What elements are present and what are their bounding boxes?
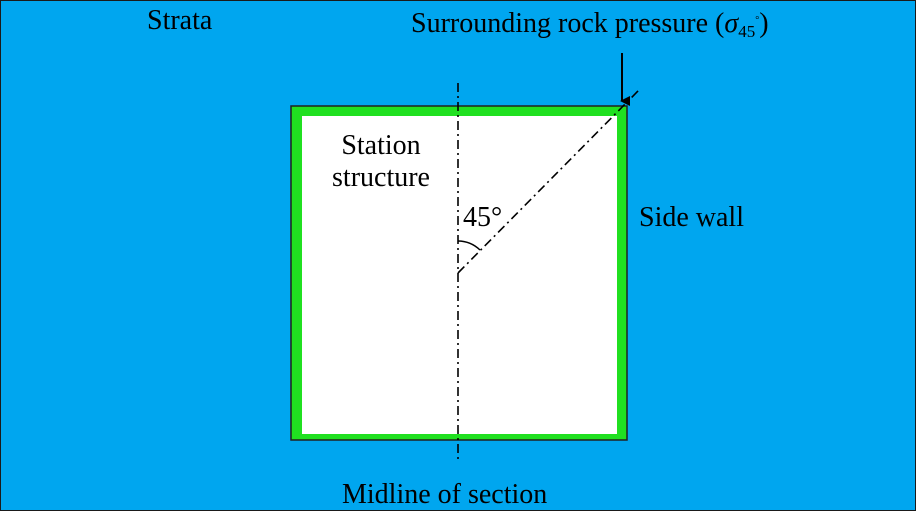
diagonal-45-line	[457, 89, 640, 274]
station-interior	[302, 116, 617, 434]
station-structure-label: Station structure	[331, 130, 431, 194]
surrounding-rock-pressure-label: Surrounding rock pressure (σ45°)	[411, 5, 769, 48]
pressure-subscript: 45	[738, 22, 756, 41]
station-label-line1: Station	[341, 130, 421, 161]
pressure-superscript: °	[755, 15, 760, 26]
pressure-close: )	[759, 8, 769, 39]
midline-label: Midline of section	[342, 479, 548, 510]
station-label-line2: structure	[332, 162, 430, 193]
pressure-symbol: σ	[724, 8, 739, 39]
strata-label: Strata	[147, 5, 213, 36]
angle-arc	[457, 240, 481, 251]
side-wall-label: Side wall	[639, 202, 744, 233]
pressure-text: Surrounding rock pressure (	[411, 8, 725, 39]
angle-label: 45°	[463, 202, 503, 233]
